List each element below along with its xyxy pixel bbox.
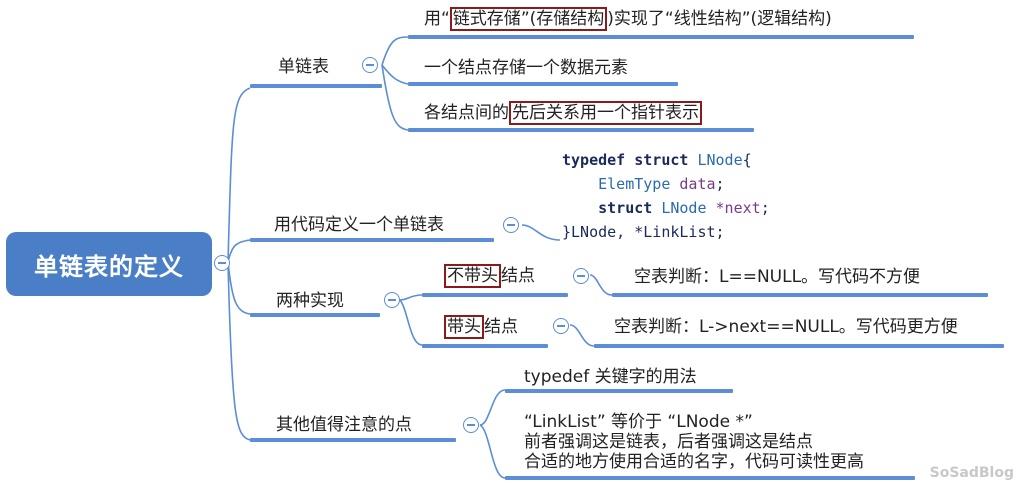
branch1-child2-underline — [408, 82, 678, 86]
highlight-box: 链式存储”(存储结构 — [449, 7, 608, 31]
branch1-child-node-element[interactable]: 一个结点存储一个数据元素 — [424, 58, 628, 78]
sub1-collapse-toggle[interactable] — [573, 268, 589, 284]
branch4-child2-underline — [505, 476, 915, 480]
branch1-child1-underline — [408, 35, 914, 39]
sub2-collapse-toggle[interactable] — [553, 318, 569, 334]
sub-with-head-node[interactable]: 带头结点 — [444, 315, 518, 339]
branch1-collapse-toggle[interactable] — [362, 57, 378, 73]
branch-two-implementations[interactable]: 两种实现 — [276, 291, 344, 311]
highlight-box: 先后关系用一个指针表示 — [509, 101, 702, 125]
root-collapse-toggle[interactable] — [214, 255, 230, 271]
branch4-child-linklist-notes[interactable]: “LinkList” 等价于 “LNode *” 前者强调这是链表，后者强调这是… — [524, 412, 864, 472]
branch2-collapse-toggle[interactable] — [503, 217, 519, 233]
highlight-box: 带头 — [444, 315, 484, 339]
branch4-child-typedef[interactable]: typedef 关键字的用法 — [524, 367, 697, 387]
sub1-detail[interactable]: 空表判断：L==NULL。写代码不方便 — [634, 267, 921, 287]
code-block: typedef struct LNode{ ElemType data; str… — [562, 151, 770, 241]
branch3-collapse-toggle[interactable] — [384, 292, 400, 308]
watermark: SoSadBlog — [929, 465, 1014, 481]
branch3-underline — [250, 313, 380, 317]
branch4-collapse-toggle[interactable] — [463, 417, 479, 433]
branch-other-notes[interactable]: 其他值得注意的点 — [276, 415, 412, 435]
sub1-detail-underline — [612, 293, 988, 297]
branch1-child-pointer-relation[interactable]: 各结点间的先后关系用一个指针表示 — [424, 101, 702, 125]
branch-define-in-code[interactable]: 用代码定义一个单链表 — [274, 215, 444, 235]
sub2-underline — [422, 344, 548, 348]
highlight-box: 不带头 — [444, 264, 501, 288]
branch-singly-linked-list[interactable]: 单链表 — [278, 57, 329, 77]
branch2-underline — [250, 238, 494, 242]
branch1-child-chain-storage[interactable]: 用“链式存储”(存储结构)实现了“线性结构”(逻辑结构) — [424, 7, 832, 31]
branch4-underline — [250, 438, 456, 442]
root-node[interactable]: 单链表的定义 — [6, 232, 212, 296]
sub-no-head-node[interactable]: 不带头结点 — [444, 264, 535, 288]
root-label: 单链表的定义 — [34, 252, 184, 281]
sub2-detail[interactable]: 空表判断：L->next==NULL。写代码更方便 — [614, 317, 958, 337]
branch1-underline — [250, 84, 382, 88]
branch1-child3-underline — [408, 128, 754, 132]
branch4-child1-underline — [505, 389, 733, 393]
sub1-underline — [422, 293, 568, 297]
sub2-detail-underline — [594, 344, 1004, 348]
